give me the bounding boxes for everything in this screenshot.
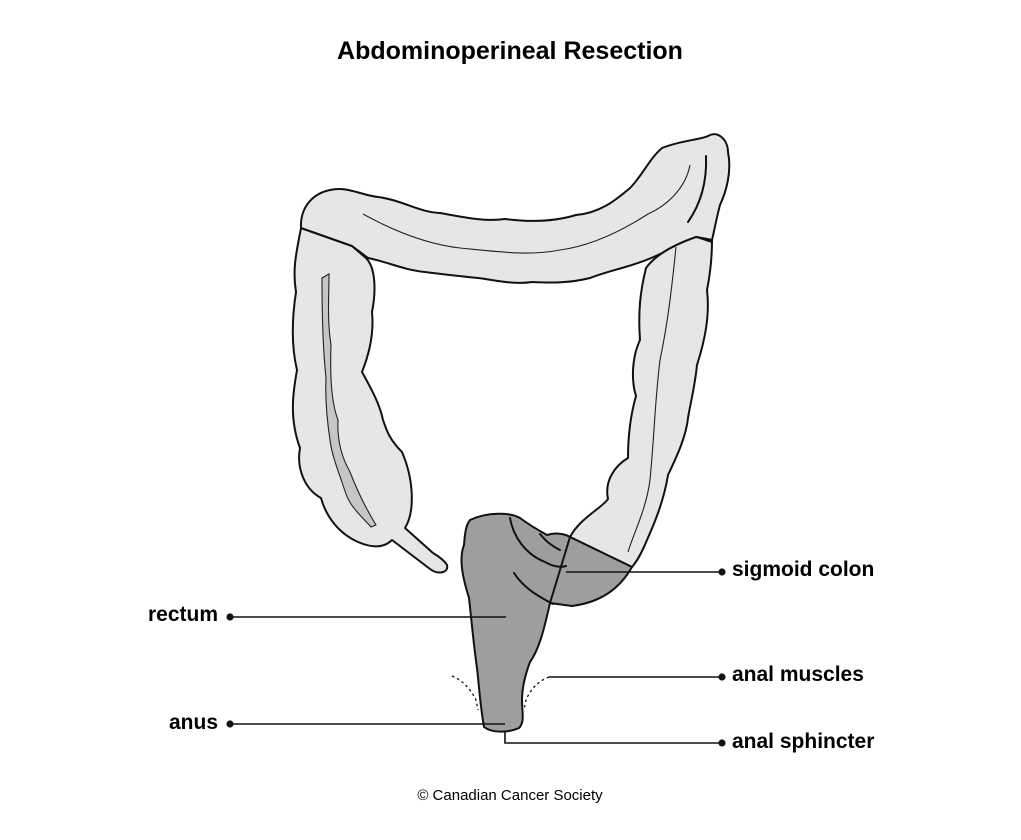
label-rectum: rectum: [148, 603, 218, 626]
diagram-title: Abdominoperineal Resection: [337, 37, 683, 65]
anal-sphincter-leader-dot: [718, 739, 726, 747]
label-anal-sphincter: anal sphincter: [732, 730, 874, 753]
anal-sphincter-leader: [504, 731, 722, 744]
transverse-colon: [299, 133, 731, 284]
descending-inner-line: [627, 246, 677, 553]
transverse-inner-line: [362, 164, 691, 254]
sigmoid-leader-dot: [718, 568, 726, 576]
rectum-fold-3: [539, 533, 561, 551]
ascending-colon: [291, 227, 449, 574]
anal-muscle-left: [451, 675, 479, 711]
transverse-fold: [687, 155, 708, 223]
leaders: [226, 568, 726, 747]
anus-leader-dot: [226, 720, 234, 728]
rectum-fold-2: [513, 572, 554, 605]
rectum-leader-dot: [226, 613, 234, 621]
anal-muscle-right: [523, 676, 550, 711]
label-anus: anus: [169, 711, 218, 734]
ascending-inner-lumen: [321, 273, 377, 528]
rectum-removed: [460, 512, 571, 733]
descending-colon: [569, 236, 713, 568]
rectum-fold-1: [509, 517, 567, 568]
label-anal-muscles: anal muscles: [732, 663, 864, 686]
splenic-flexure-notch: [696, 236, 713, 243]
copyright-credit: © Canadian Cancer Society: [417, 787, 603, 804]
label-sigmoid-colon: sigmoid colon: [732, 558, 874, 581]
colon: [291, 133, 731, 574]
anal-muscles-leader-dot: [718, 673, 726, 681]
